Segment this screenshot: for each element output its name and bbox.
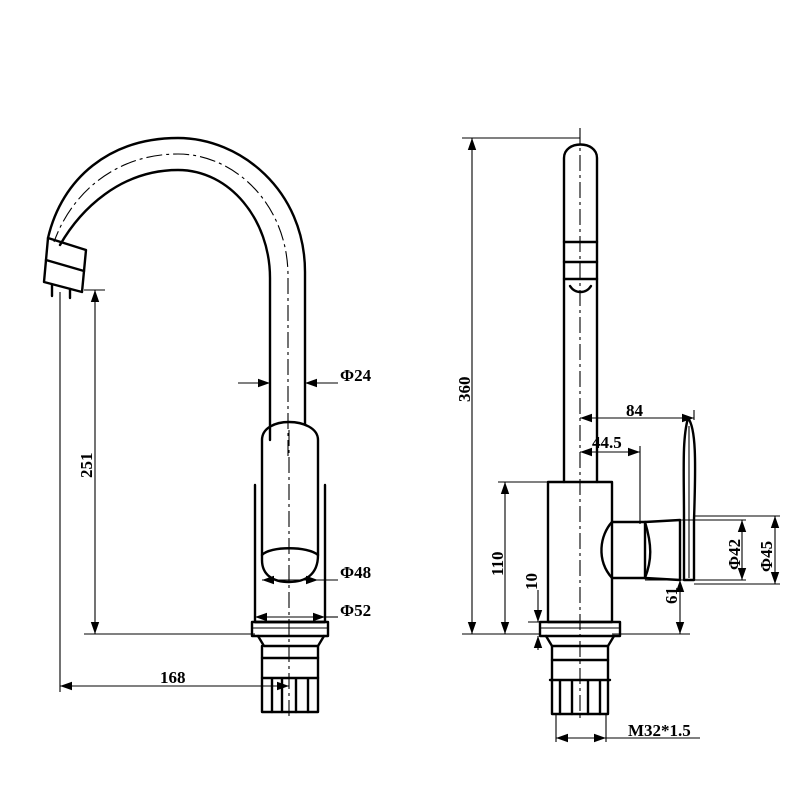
front-handle <box>260 420 320 584</box>
side-base-ring <box>538 620 622 638</box>
front-dim-outlet-height: 251 <box>77 453 96 479</box>
front-lock-nut <box>260 676 320 714</box>
side-dim-handle-diameter: Φ45 <box>757 541 776 572</box>
front-view: Φ24 Φ48 Φ52 251 168 <box>42 136 372 720</box>
side-spout-tube <box>562 143 599 484</box>
front-dim-base-diameter: Φ52 <box>340 601 371 620</box>
front-spout-outer <box>58 168 272 442</box>
front-dim-body-diameter: Φ48 <box>340 563 371 582</box>
front-dim-reach: 168 <box>160 668 186 687</box>
front-base-ring <box>250 620 330 638</box>
side-dim-body-height: 110 <box>488 551 507 576</box>
side-view: 360 84 44.5 110 10 61 Φ42 Φ45 <box>455 128 780 743</box>
side-lock-nut <box>548 678 612 716</box>
side-handle-hub <box>610 520 647 580</box>
side-dim-handle-reach: 84 <box>626 401 644 420</box>
side-dim-hub-diameter: Φ42 <box>725 539 744 570</box>
front-spout-inner <box>46 136 307 426</box>
front-dim-spout-diameter: Φ24 <box>340 366 372 385</box>
side-dim-base-ring-height: 10 <box>522 573 541 590</box>
front-aerator <box>42 236 88 294</box>
side-dim-hub-height: 61 <box>662 587 681 604</box>
side-dim-thread: M32*1.5 <box>628 721 691 740</box>
front-spout-centerline <box>53 153 289 456</box>
side-dim-handle-offset: 44.5 <box>592 433 622 452</box>
side-dim-total-height: 360 <box>455 377 474 403</box>
